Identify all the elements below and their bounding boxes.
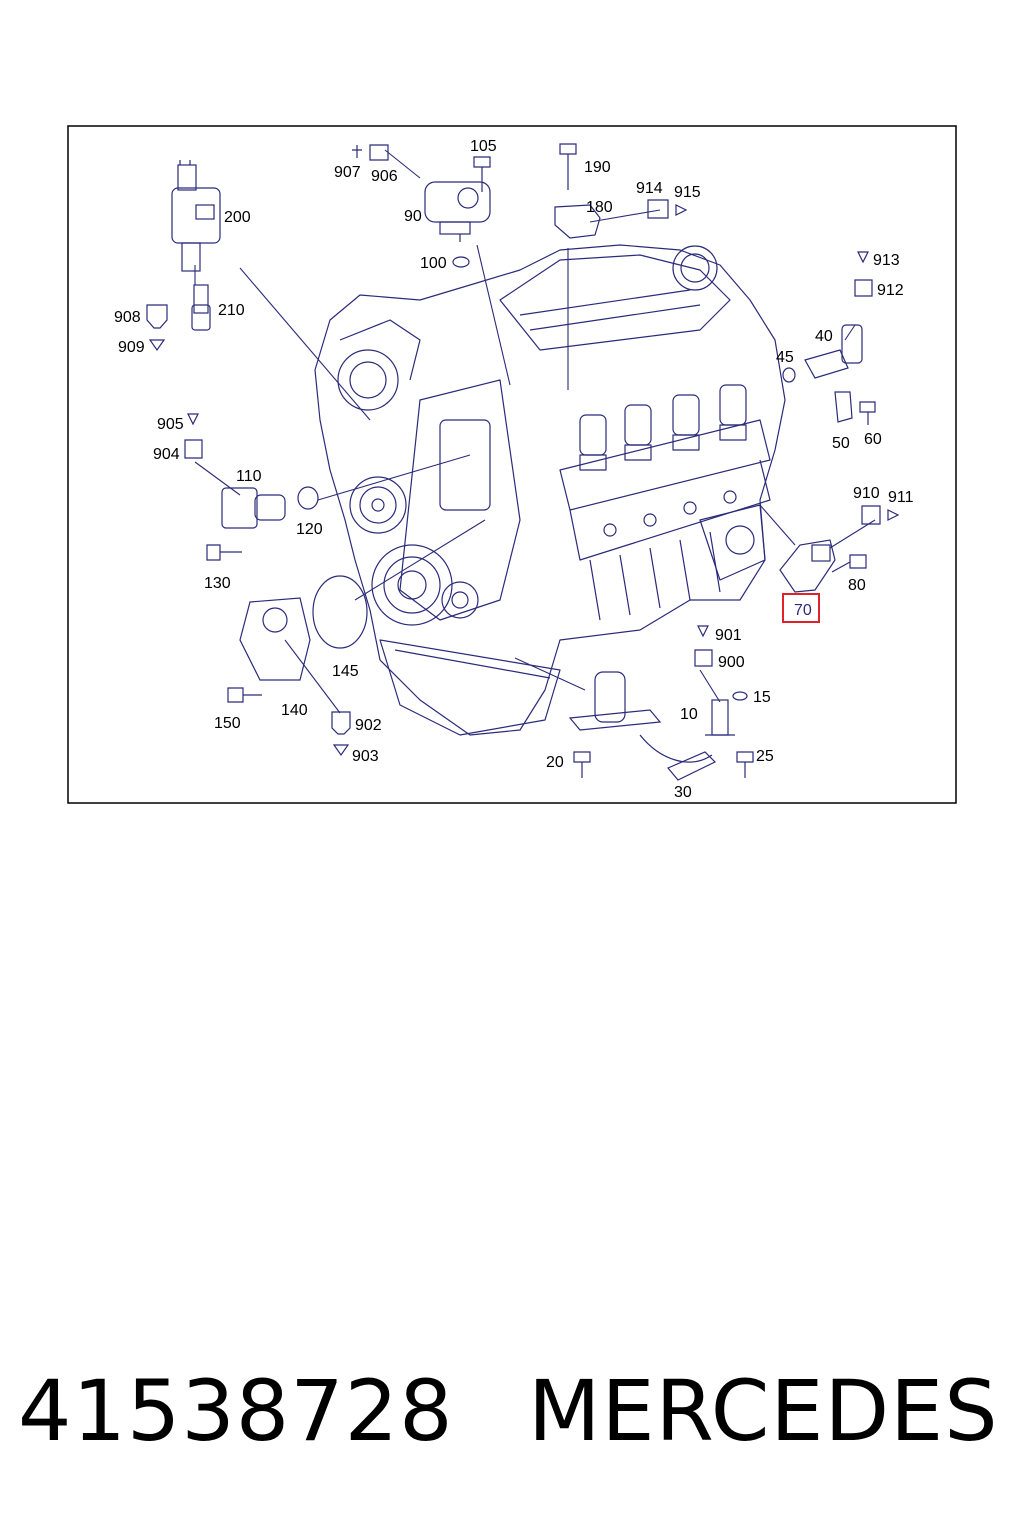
bolt-80-icon: [831, 554, 867, 573]
seal-911-icon: [887, 509, 900, 521]
callout-901: 901: [715, 627, 742, 644]
callout-40: 40: [815, 328, 833, 345]
bolt-190-icon: [559, 143, 577, 190]
brand-name: MERCEDES: [528, 1362, 999, 1460]
connector-902-icon: [331, 711, 351, 735]
callout-902: 902: [355, 717, 382, 734]
diagram-frame: [67, 125, 957, 804]
callout-915: 915: [674, 184, 701, 201]
valve-200-icon: [171, 160, 221, 272]
callout-900: 900: [718, 654, 745, 671]
screw-20-icon: [573, 751, 591, 778]
callout-50: 50: [832, 435, 850, 452]
callout-911: 911: [888, 489, 914, 506]
gasket-145-icon: [312, 575, 368, 649]
seal-909-icon: [148, 339, 166, 352]
engine-block-illustration: [314, 244, 786, 736]
seal-903-icon: [332, 744, 350, 757]
highlight-box: [782, 593, 820, 623]
callout-70: 70: [794, 602, 812, 619]
callout-912: 912: [877, 282, 904, 299]
callout-25: 25: [756, 748, 774, 765]
callout-45: 45: [776, 349, 794, 366]
bolt-105-icon: [473, 156, 491, 192]
callout-910: 910: [853, 485, 880, 502]
sensor-90-icon: [424, 181, 491, 242]
callout-90: 90: [404, 208, 422, 225]
callout-145: 145: [332, 663, 359, 680]
sensor-110-icon: [221, 487, 286, 529]
washer-100-icon: [452, 256, 470, 268]
callout-20: 20: [546, 754, 564, 771]
cover-140-icon: [239, 597, 311, 681]
leader-lines: [194, 149, 876, 714]
callout-906: 906: [371, 168, 398, 185]
oring-45-icon: [782, 367, 796, 383]
bolt-60-icon: [859, 401, 876, 425]
callout-913: 913: [873, 252, 900, 269]
callout-100: 100: [420, 255, 447, 272]
callout-80: 80: [848, 577, 866, 594]
sensor-70-icon: [779, 539, 836, 593]
part-illustrations: [146, 143, 900, 781]
connector-908-icon: [146, 304, 168, 329]
screw-25-icon: [736, 751, 754, 778]
callout-903: 903: [352, 748, 379, 765]
callout-15: 15: [753, 689, 771, 706]
washer-15-icon: [732, 691, 748, 701]
callout-60: 60: [864, 431, 882, 448]
footer: 41538728 MERCEDES: [0, 1356, 1024, 1466]
callout-150: 150: [214, 715, 241, 732]
callout-105: 105: [470, 138, 497, 155]
callout-907: 907: [334, 164, 361, 181]
connector-900-icon: [694, 649, 713, 667]
seal-915-icon: [675, 204, 688, 216]
callout-905: 905: [157, 416, 184, 433]
seal-901-icon: [697, 625, 709, 638]
bolt-150-icon: [227, 687, 262, 703]
callout-120: 120: [296, 521, 323, 538]
part-number: 41538728: [18, 1362, 454, 1460]
connector-910-icon: [861, 505, 881, 525]
connector-906-icon: [369, 144, 389, 161]
sensor-180-icon: [554, 204, 601, 239]
callout-210: 210: [218, 302, 245, 319]
oil-level-sensor-assembly-icon: [568, 671, 717, 781]
callout-10: 10: [680, 706, 698, 723]
oring-120-icon: [297, 486, 319, 510]
callout-140: 140: [281, 702, 308, 719]
callout-130: 130: [204, 575, 231, 592]
bracket-50-icon: [834, 391, 853, 423]
seal-905-icon: [187, 413, 199, 426]
callout-180: 180: [586, 199, 613, 216]
callout-110: 110: [236, 468, 262, 485]
callout-190: 190: [584, 159, 611, 176]
callout-labels: 200 210 908 909 907 906 90 105 100 190 1…: [114, 138, 914, 801]
sensor-40-icon: [804, 324, 863, 379]
callout-908: 908: [114, 309, 141, 326]
connector-912-icon: [854, 279, 873, 297]
bolt-130-icon: [206, 544, 242, 561]
seal-907-icon: [352, 145, 362, 158]
sensor-10-icon: [705, 699, 735, 736]
callout-904: 904: [153, 446, 180, 463]
connector-914-icon: [647, 199, 669, 219]
callout-914: 914: [636, 180, 663, 197]
seal-913-icon: [857, 251, 869, 264]
connector-904-icon: [184, 439, 203, 459]
callout-909: 909: [118, 339, 145, 356]
hose-end-210-icon: [191, 284, 211, 331]
callout-200: 200: [224, 209, 251, 226]
callout-30: 30: [674, 784, 692, 801]
